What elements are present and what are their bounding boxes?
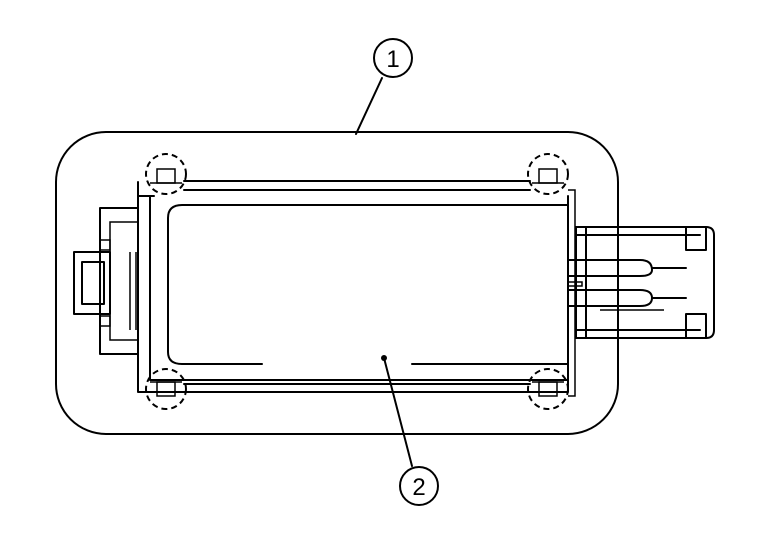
corner-tab-top-right (527, 153, 569, 195)
leader-dot-2 (381, 355, 387, 361)
callout-1-label: 1 (386, 46, 399, 73)
callout-2-label: 2 (412, 474, 425, 501)
leader-line-2 (383, 357, 413, 467)
inner-module (167, 204, 569, 365)
callout-1: 1 (373, 38, 413, 78)
right-connector (567, 226, 715, 339)
corner-tab-bottom-right (527, 368, 569, 410)
left-clip (73, 207, 139, 355)
corner-tab-top-left (145, 153, 187, 195)
sensor-frame (137, 180, 576, 397)
outer-housing (55, 131, 619, 435)
leader-line-1 (355, 77, 383, 135)
corner-tab-bottom-left (145, 368, 187, 410)
callout-2: 2 (399, 466, 439, 506)
